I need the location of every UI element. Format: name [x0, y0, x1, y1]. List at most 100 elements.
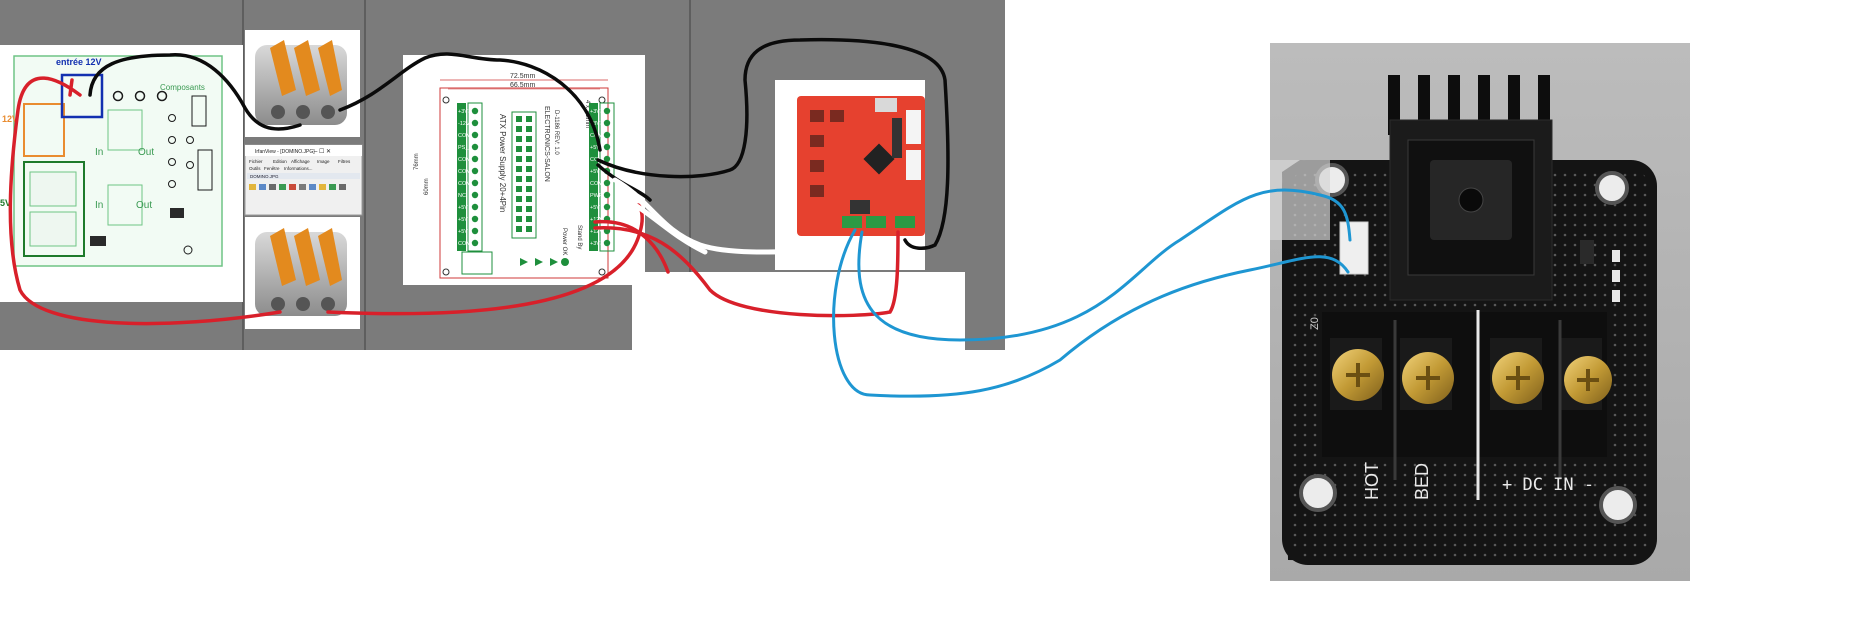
relay-in-2: In	[95, 200, 103, 211]
viewer-menu-item-8[interactable]: Informations...	[284, 166, 313, 171]
atx-right-screw-terminal	[603, 155, 611, 163]
viewer-menu-item-1[interactable]: Fichier	[249, 159, 263, 164]
atx-left-pin-label: PS_ON	[458, 145, 477, 151]
viewer-menu-item-5[interactable]: Filtres	[338, 159, 351, 164]
atx-24pin-hole	[526, 126, 532, 132]
atx-left-pin-label: +5V	[458, 217, 468, 223]
atx-power-ok-label: Power OK	[561, 228, 567, 255]
viewer-menu-item-6[interactable]: Outils	[249, 166, 261, 171]
atx-24pin-hole	[526, 196, 532, 202]
relay-out-2: Out	[136, 200, 152, 211]
atx-24pin-hole	[516, 206, 522, 212]
atx-left-screw-terminal	[471, 131, 479, 139]
atx-24pin-hole	[516, 116, 522, 122]
viewer-toolbar-icons[interactable]	[249, 184, 346, 190]
relay-board-image: entrée 12V 12V 5V Composants In Out In O…	[0, 45, 243, 302]
viewer-window-title: IrfanView - [DOMINO.JPG]	[255, 149, 315, 155]
atx-left-pin-label: COM	[458, 241, 471, 247]
atx-24pin-hole	[526, 166, 532, 172]
5v-label: 5V	[0, 198, 11, 208]
atx-right-screw-terminal	[603, 179, 611, 187]
atx-left-pin-label: +5V	[458, 229, 468, 235]
atx-24pin-hole	[516, 146, 522, 152]
atx-24pin-hole	[526, 176, 532, 182]
atx-24pin-hole	[526, 186, 532, 192]
atx-left-pin-label: COM	[458, 181, 471, 187]
atx-left-screw-terminal	[471, 107, 479, 115]
atx-24pin-hole	[516, 226, 522, 232]
viewer-menu-item-7[interactable]: Fenêtre	[264, 166, 280, 171]
printer-controller-board	[775, 80, 925, 270]
smd-components	[1580, 240, 1620, 302]
atx-left-pin-label: +3V3	[458, 109, 471, 115]
hot-label: HOT	[1362, 462, 1382, 500]
atx-right-pin-label: +5V	[590, 145, 600, 151]
relay-board-title: Composants	[160, 83, 205, 92]
atx-left-screw-terminal	[471, 215, 479, 223]
atx-dim-height-inner: 60mm	[424, 178, 430, 195]
atx-left-screw-terminal	[471, 227, 479, 235]
atx-left-screw-terminal	[471, 239, 479, 247]
terminal-block	[1322, 310, 1612, 500]
atx-24pin-hole	[516, 156, 522, 162]
viewer-menu-item-2[interactable]: Edition	[273, 159, 287, 164]
atx-breakout-board: 72.5mm 66.5mm 4 x 3.2mm 76mm 60mm +3V3-1…	[403, 55, 645, 285]
atx-desc-label: ATX Power Supply 20+4Pin	[498, 114, 507, 212]
relay-in-1: In	[95, 147, 103, 158]
atx-right-screw-terminal	[603, 131, 611, 139]
atx-left-pin-label: COM	[458, 133, 471, 139]
atx-left-screw-terminal	[471, 203, 479, 211]
atx-left-pin-label: NC	[458, 193, 466, 199]
atx-left-pin-label: -12V	[458, 121, 470, 127]
atx-dim-inner: 66.5mm	[510, 82, 535, 89]
red-wire	[8, 76, 900, 326]
atx-right-screw-terminal	[603, 119, 611, 127]
atx-24pin-hole	[516, 166, 522, 172]
atx-24pin-hole	[516, 136, 522, 142]
atx-24pin-hole	[526, 136, 532, 142]
atx-24pin-hole	[526, 216, 532, 222]
window-controls-icon[interactable]: – ☐ ✕	[314, 148, 331, 155]
atx-left-screw-terminal	[471, 119, 479, 127]
wago-connector-bottom	[245, 217, 360, 329]
atx-24pin-hole	[516, 216, 522, 222]
atx-right-screw-terminal	[603, 191, 611, 199]
atx-24pin-hole	[516, 186, 522, 192]
atx-right-pin-label: +3V3	[590, 241, 603, 247]
atx-24pin-hole	[516, 196, 522, 202]
atx-left-pin-label: COM	[458, 157, 471, 163]
atx-standby-label: Stand By	[576, 225, 582, 249]
white-wire	[612, 177, 843, 255]
atx-left-pin-label: COM	[458, 169, 471, 175]
atx-24pin-hole	[526, 146, 532, 152]
z0-label: Z0	[1309, 317, 1321, 330]
atx-right-pin-label: +5V	[590, 205, 600, 211]
atx-right-pin-label: +12V	[590, 229, 603, 235]
atx-left-screw-terminal	[471, 179, 479, 187]
atx-left-screw-terminal	[471, 167, 479, 175]
atx-right-screw-terminal	[603, 239, 611, 247]
stepper-driver-chips	[810, 110, 844, 197]
image-viewer-window: IrfanView - [DOMINO.JPG] – ☐ ✕ Fichier E…	[244, 144, 363, 216]
dc-in-label: + DC IN -	[1502, 475, 1594, 495]
atx-right-screw-terminal	[603, 203, 611, 211]
atx-right-pin-label: +3V3	[590, 109, 603, 115]
entree-12v-label: entrée 12V	[56, 57, 102, 67]
atx-right-pin-label: +5V	[590, 169, 600, 175]
atx-24pin-hole	[526, 206, 532, 212]
atx-left-pins: +3V3 -12V COM PS_ON COM COM COM NC +5V +5V +5V COM	[458, 107, 479, 247]
atx-24pin-connector	[516, 116, 532, 232]
atx-dim-width: 72.5mm	[510, 73, 535, 80]
atx-brand-label: ELECTRONICS-SALON	[543, 106, 550, 182]
viewer-tab[interactable]: DOMINO.JPG	[250, 174, 279, 179]
atx-left-screw-terminal	[471, 155, 479, 163]
black-wire	[88, 37, 950, 251]
atx-24pin-hole	[526, 226, 532, 232]
atx-dim-height: 76mm	[414, 153, 420, 170]
bed-label: BED	[1412, 463, 1432, 500]
mosfet-heated-bed-module: HOT BED + DC IN - Z0	[1270, 43, 1690, 581]
viewer-menu-item-4[interactable]: Image	[317, 159, 330, 164]
viewer-menu-item-3[interactable]: Affichage	[291, 159, 310, 164]
atx-24pin-hole	[526, 116, 532, 122]
atx-left-pin-label: +5V	[458, 205, 468, 211]
